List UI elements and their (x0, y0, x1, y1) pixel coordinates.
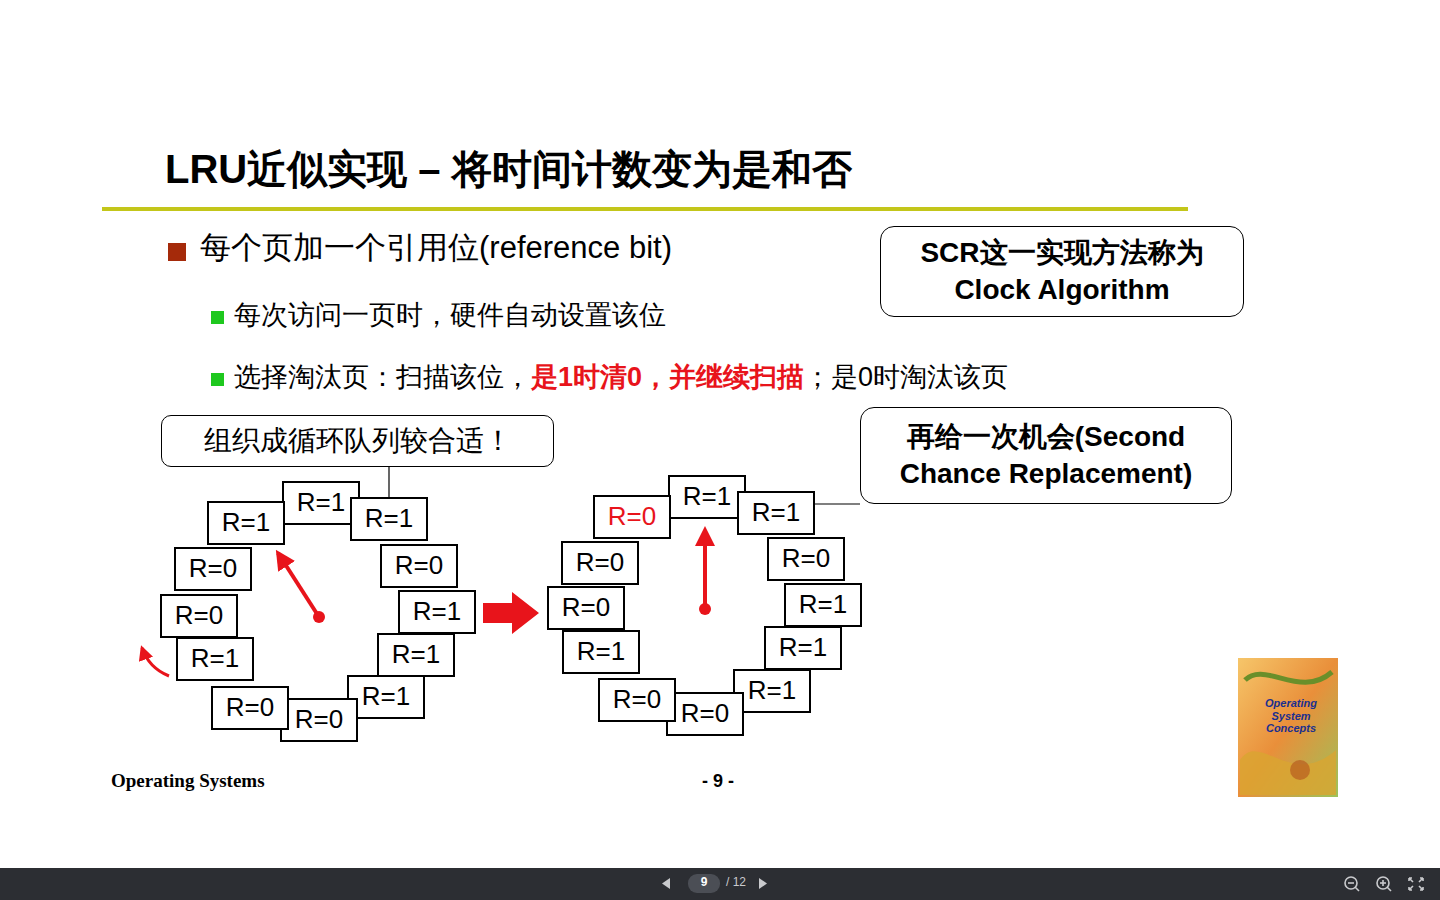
book-cover (1238, 658, 1338, 797)
page-frame: R=0 (174, 547, 252, 591)
page-frame: R=1 (350, 497, 428, 541)
box-text: R=1 (191, 642, 239, 676)
box-text: R=1 (748, 674, 796, 708)
sub-bullet-square (211, 373, 224, 386)
page-frame: R=1 (377, 633, 455, 677)
cover-dinosaur (1240, 750, 1336, 795)
box-text: R=1 (683, 480, 731, 514)
page-frame: R=0 (598, 678, 676, 722)
box-text: R=0 (175, 599, 223, 633)
page-frame: R=1 (737, 491, 815, 535)
box-text: R=0 (613, 683, 661, 717)
box-text: R=0 (608, 500, 656, 534)
text-label: 每次访问一页时，硬件自动设置该位 (234, 300, 666, 331)
text-label: 9 (688, 876, 720, 890)
next-button (759, 878, 767, 889)
page-frame: R=0 (380, 544, 458, 588)
box-text: R=1 (222, 506, 270, 540)
prev-button (662, 878, 670, 889)
cover-detail (1290, 760, 1310, 780)
page-pill (688, 874, 720, 893)
text-label: - 9 - (702, 771, 734, 792)
box-text: R=0 (681, 697, 729, 731)
box-text: R=1 (362, 680, 410, 714)
page-frame: R=1 (176, 637, 254, 681)
box-text: R=1 (297, 486, 345, 520)
box-text: R=1 (752, 496, 800, 530)
fullscreen-icon (1409, 878, 1423, 890)
page-frame: R=0 (593, 495, 671, 539)
page-frame: R=0 (666, 692, 744, 736)
box-text: R=0 (189, 552, 237, 586)
page-frame: R=0 (767, 537, 845, 581)
page-frame: R=1 (784, 583, 862, 627)
box-text: R=0 (782, 542, 830, 576)
page-frame: R=0 (160, 594, 238, 638)
callout-box: SCR这一实现方法称为 Clock Algorithm (880, 226, 1244, 317)
text-label: / 12 (726, 876, 746, 890)
leader-line (815, 503, 860, 504)
text-label: ；是0时淘汰该页 (804, 362, 1008, 393)
box-text: R=0 (226, 691, 274, 725)
box-text: R=1 (413, 595, 461, 629)
page-frame: R=1 (207, 501, 285, 545)
zoom-in-icon (1377, 877, 1391, 891)
page-frame: R=0 (211, 686, 289, 730)
page-frame: R=0 (561, 541, 639, 585)
clock-hand (703, 530, 707, 609)
clock-hand (278, 553, 319, 617)
page-frame: R=1 (398, 590, 476, 634)
bullet-square (168, 243, 186, 261)
bullet-line: 选择淘汰页：扫描该位，是1时清0，并继续扫描；是0时淘汰该页 (234, 362, 1008, 393)
box-text: 再给一次机会(Second Chance Replacement) (873, 419, 1219, 492)
page-frame: R=1 (668, 475, 746, 519)
slide-title: LRU近似实现 – 将时间计数变为是和否 (165, 142, 852, 197)
box-text: R=1 (392, 638, 440, 672)
box-text: R=1 (365, 502, 413, 536)
page-frame: R=1 (282, 481, 360, 525)
box-text: SCR这一实现方法称为 Clock Algorithm (893, 235, 1231, 308)
page-frame: R=1 (562, 630, 640, 674)
nav-bar (0, 868, 1440, 900)
leader-line (388, 467, 389, 497)
rotation-arrow (142, 648, 169, 676)
text-label: Operating Systems (111, 770, 265, 792)
box-text: R=0 (562, 591, 610, 625)
text-label: 选择淘汰页：扫描该位， (234, 362, 531, 393)
transition-arrow (483, 592, 539, 634)
box-text: R=1 (577, 635, 625, 669)
box-text: 组织成循环队列较合适！ (204, 423, 512, 459)
page-frame: R=0 (547, 586, 625, 630)
cover-dinosaur (1245, 672, 1332, 682)
page-frame: R=1 (764, 626, 842, 670)
page-frame: R=1 (347, 675, 425, 719)
page-frame: R=0 (280, 698, 358, 742)
page-frame: R=1 (733, 669, 811, 713)
box-text: R=0 (576, 546, 624, 580)
clock-center (699, 603, 711, 615)
clock-center (313, 611, 325, 623)
box-text: R=0 (395, 549, 443, 583)
box-text: R=1 (779, 631, 827, 665)
zoom-out-icon (1345, 877, 1359, 891)
callout-box: 再给一次机会(Second Chance Replacement) (860, 407, 1232, 504)
text-label: Operating System Concepts (1250, 697, 1332, 735)
box-text: R=1 (799, 588, 847, 622)
title-rule (102, 207, 1188, 211)
box-text: R=0 (295, 703, 343, 737)
text-label: 是1时清0，并继续扫描 (531, 362, 804, 393)
callout-box: 组织成循环队列较合适！ (161, 415, 554, 467)
text-label: 每个页加一个引用位(reference bit) (200, 230, 672, 266)
sub-bullet-square (211, 311, 224, 324)
